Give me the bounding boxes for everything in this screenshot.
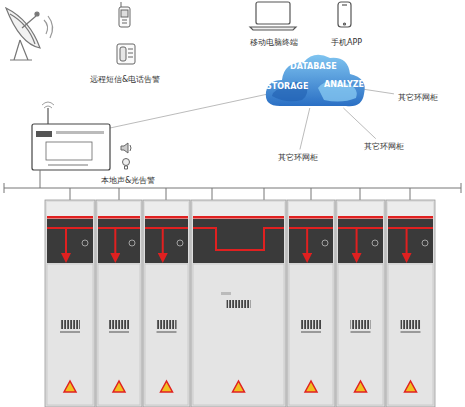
cabinet — [386, 200, 435, 407]
label: 远程短信&电话告警 — [90, 74, 160, 85]
other-cabinet-label: 其它环网柜 — [362, 140, 406, 153]
label: 手机APP — [331, 37, 362, 48]
cabinet — [143, 200, 190, 407]
satellite-dish — [6, 8, 53, 60]
cabinet — [287, 200, 335, 407]
monitor-terminal — [32, 102, 110, 188]
cabinet — [96, 200, 142, 407]
node-text: 其它环网柜 — [398, 92, 438, 103]
cloud-server: DATABASE STORAGE ANALYZE — [262, 50, 370, 114]
laptop-icon — [250, 2, 296, 30]
smartphone-icon — [338, 2, 351, 27]
cabinet — [45, 200, 95, 407]
node-text: 其它环网柜 — [278, 152, 318, 163]
switchgear — [45, 200, 435, 407]
cabinet — [336, 200, 385, 407]
cloud-text: DATABASE — [290, 62, 337, 71]
desk-phone-icon — [117, 44, 135, 64]
network-link — [343, 108, 375, 139]
cabinet — [191, 200, 286, 407]
alarm-icons — [121, 143, 131, 169]
cloud-text: STORAGE — [266, 82, 308, 91]
mobile-phone-icon — [119, 2, 130, 27]
node-text: 其它环网柜 — [364, 141, 404, 152]
other-cabinet-label: 其它环网柜 — [276, 151, 320, 164]
network-link — [362, 89, 394, 94]
network-link — [110, 94, 268, 128]
cloud-text: ANALYZE — [324, 80, 364, 89]
label: 移动电脑终端 — [250, 37, 298, 48]
network-link — [300, 108, 310, 149]
busbar — [4, 183, 461, 200]
other-cabinet-label: 其它环网柜 — [396, 91, 440, 104]
label: 本地声&光告警 — [101, 175, 155, 186]
